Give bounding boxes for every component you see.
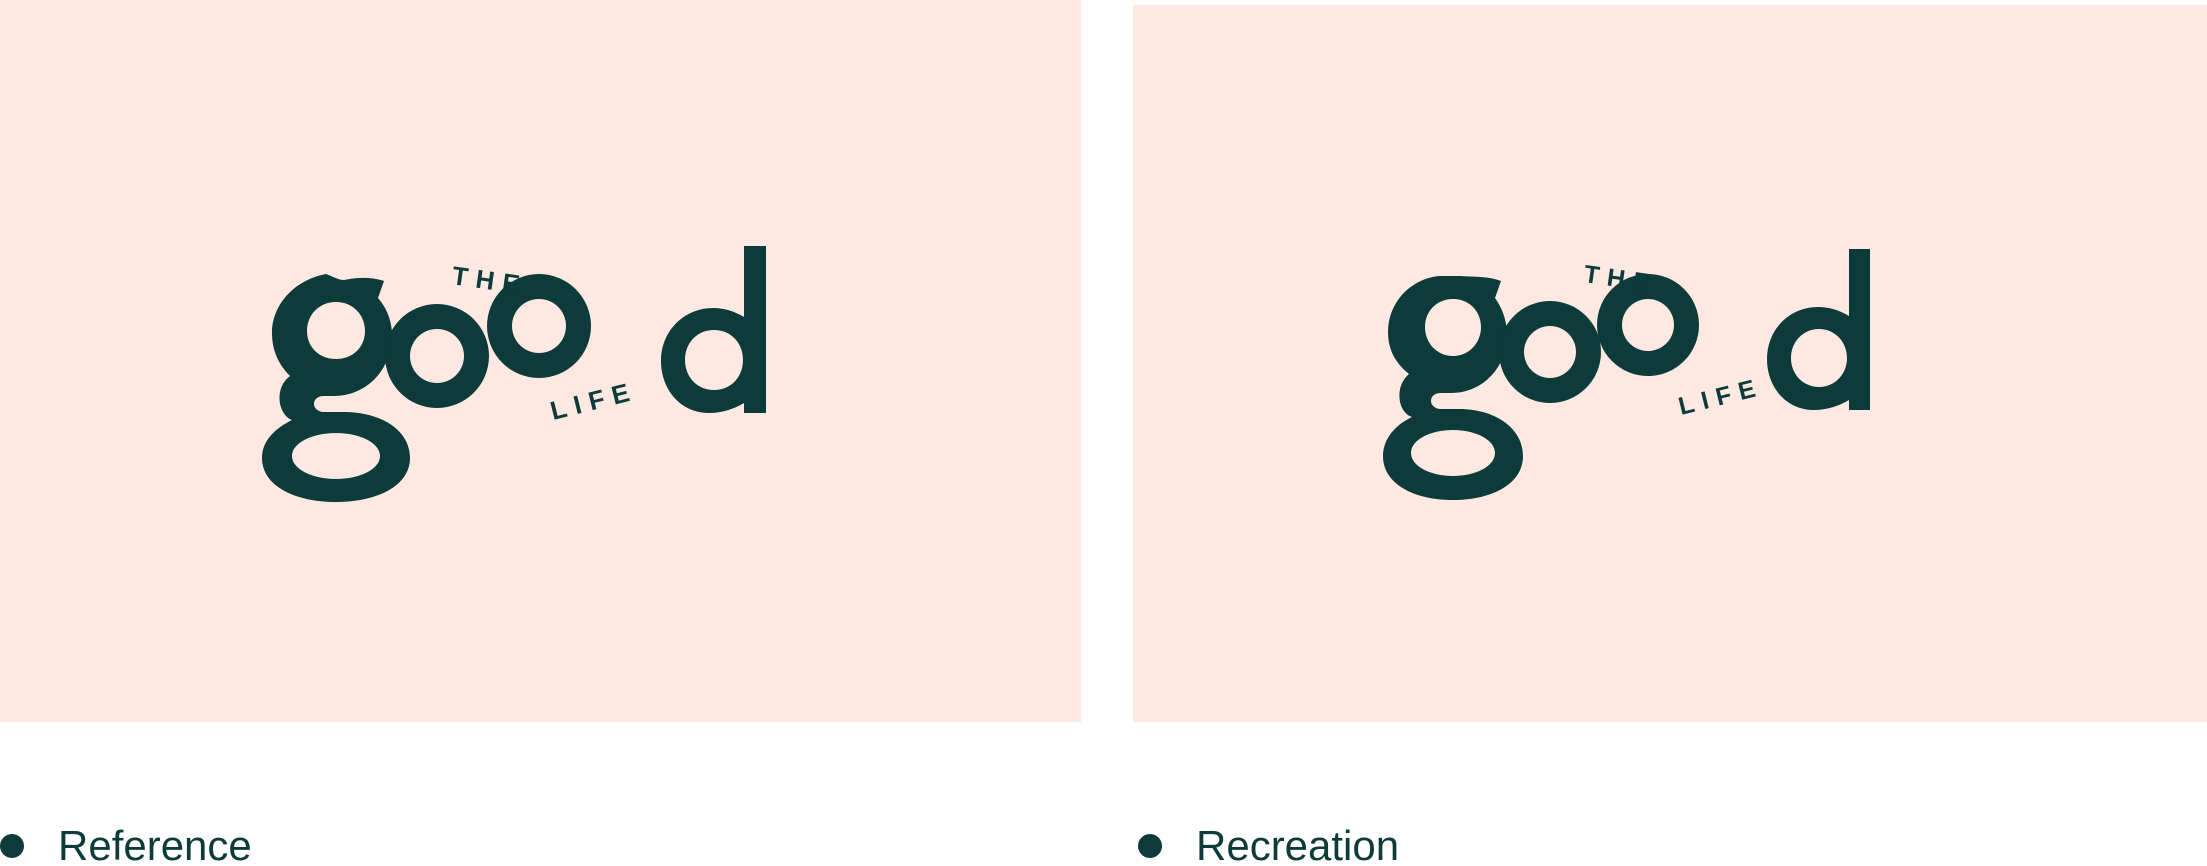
the-good-life-logo: THE LIFE <box>262 246 766 502</box>
the-good-life-logo-recreation: THE LIFE <box>1383 249 1870 500</box>
reference-panel: THE LIFE <box>0 0 1081 722</box>
logo-letter-o-2 <box>487 274 591 378</box>
logo-bottom-text: LIFE <box>1676 373 1766 421</box>
logo-letter-g <box>262 274 410 502</box>
logo-letter-o-1 <box>385 304 489 408</box>
recreation-panel: THE LIFE <box>1133 5 2207 722</box>
legend-recreation: Recreation <box>1138 822 1400 866</box>
logo-letter-g <box>1383 276 1523 500</box>
logo-letter-o-1 <box>1499 301 1601 403</box>
logo-letter-d <box>1767 249 1870 410</box>
legend-label: Recreation <box>1196 822 1400 866</box>
legend-reference: Reference <box>0 822 252 866</box>
legend-label: Reference <box>58 822 252 866</box>
logo-letter-o-2 <box>1597 274 1699 376</box>
logo-top-text: THE <box>1582 260 1659 298</box>
legend-dot <box>1138 834 1162 858</box>
logo-top-text: THE <box>450 260 529 300</box>
logo-bottom-text: LIFE <box>547 375 640 425</box>
logo-letter-d <box>661 246 766 413</box>
legend-dot <box>0 834 24 858</box>
